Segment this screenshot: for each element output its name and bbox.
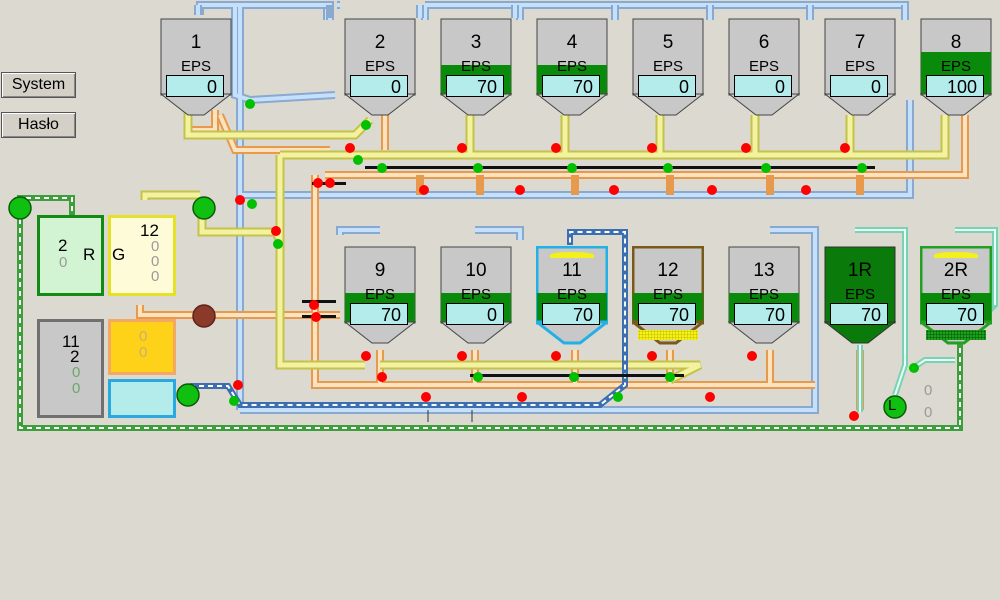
silo-value: 0 xyxy=(166,75,224,97)
silo-number: 1R xyxy=(847,260,873,281)
r-tank-letter: R xyxy=(83,245,96,264)
silo-value: 70 xyxy=(734,303,792,325)
silo-8[interactable]: 8 EPS 100 xyxy=(920,18,992,118)
l-badge-label: L xyxy=(888,397,897,414)
g-tank-letter: G xyxy=(112,245,126,264)
silo-value: 70 xyxy=(350,303,408,325)
silo-number: 11 xyxy=(562,260,582,281)
silo-number: 8 xyxy=(950,32,962,53)
silo-unit-label: EPS xyxy=(748,286,779,303)
silo-number: 1 xyxy=(190,32,202,53)
silo-11[interactable]: 11 EPS 70 xyxy=(536,246,608,346)
gray-tank-number-top: 11 xyxy=(62,332,80,351)
silo-13[interactable]: 13 EPS 70 xyxy=(728,246,800,346)
silo-1[interactable]: 1 EPS 0 xyxy=(160,18,232,118)
l-zero-2: 0 xyxy=(924,404,933,421)
r-tank-zero: 0 xyxy=(59,254,68,271)
silo-unit-label: EPS xyxy=(460,286,491,303)
silo-value: 100 xyxy=(926,75,984,97)
silo-number: 2R xyxy=(943,260,969,281)
silo-12[interactable]: 12 EPS 70 xyxy=(632,246,704,346)
silo-unit-label: EPS xyxy=(460,58,491,75)
material-bottom-icon xyxy=(926,330,986,340)
g-tank-number: 12 xyxy=(140,221,159,240)
g-tank[interactable] xyxy=(108,215,176,296)
gray-tank[interactable] xyxy=(37,319,104,418)
silo-2[interactable]: 2 EPS 0 xyxy=(344,18,416,118)
cyan-tank[interactable] xyxy=(108,379,176,418)
silo-value: 0 xyxy=(350,75,408,97)
silo-number: 13 xyxy=(753,260,775,281)
material-bottom-icon xyxy=(638,330,698,340)
r-tank[interactable] xyxy=(37,215,104,296)
gray-tank-zero-2: 0 xyxy=(72,380,81,397)
r-tank-number: 2 xyxy=(58,236,68,255)
yellow-tank-zero-1: 0 xyxy=(139,328,148,345)
g-tank-zero-1: 0 xyxy=(151,238,160,255)
silo-number: 6 xyxy=(758,32,770,53)
g-tank-zero-3: 0 xyxy=(151,268,160,285)
silo-5[interactable]: 5 EPS 0 xyxy=(632,18,704,118)
silo-2R[interactable]: 2R EPS 70 xyxy=(920,246,992,346)
password-button[interactable]: Hasło xyxy=(1,112,76,138)
silo-value: 70 xyxy=(446,75,504,97)
silo-unit-label: EPS xyxy=(556,58,587,75)
silo-value: 0 xyxy=(446,303,504,325)
silo-3[interactable]: 3 EPS 70 xyxy=(440,18,512,118)
system-button[interactable]: System xyxy=(1,72,76,98)
silo-value: 70 xyxy=(926,303,984,325)
material-top-icon xyxy=(550,252,594,258)
l-zero-1: 0 xyxy=(924,382,933,399)
silo-number: 9 xyxy=(374,260,386,281)
silo-unit-label: EPS xyxy=(652,58,683,75)
gray-tank-zero-1: 0 xyxy=(72,364,81,381)
silo-value: 0 xyxy=(830,75,888,97)
gray-tank-number-bottom: 2 xyxy=(70,347,80,366)
silo-1R[interactable]: 1R EPS 70 xyxy=(824,246,896,346)
silo-unit-label: EPS xyxy=(844,58,875,75)
silo-value: 70 xyxy=(830,303,888,325)
silo-unit-label: EPS xyxy=(940,286,971,303)
yellow-tank-zero-2: 0 xyxy=(139,344,148,361)
silo-6[interactable]: 6 EPS 0 xyxy=(728,18,800,118)
silo-number: 5 xyxy=(662,32,674,53)
silo-number: 3 xyxy=(470,32,482,53)
silo-10[interactable]: 10 EPS 0 xyxy=(440,246,512,346)
silo-value: 0 xyxy=(734,75,792,97)
silo-value: 70 xyxy=(638,303,696,325)
silo-unit-label: EPS xyxy=(748,58,779,75)
yellow-tank[interactable] xyxy=(108,319,176,375)
silo-7[interactable]: 7 EPS 0 xyxy=(824,18,896,118)
silo-number: 7 xyxy=(854,32,866,53)
silo-number: 4 xyxy=(566,32,578,53)
silo-value: 70 xyxy=(542,75,600,97)
silo-number: 2 xyxy=(374,32,386,53)
silo-unit-label: EPS xyxy=(844,286,875,303)
g-tank-zero-2: 0 xyxy=(151,253,160,270)
silo-unit-label: EPS xyxy=(556,286,587,303)
silo-number: 10 xyxy=(465,260,487,281)
silo-4[interactable]: 4 EPS 70 xyxy=(536,18,608,118)
silo-unit-label: EPS xyxy=(364,286,395,303)
silo-value: 70 xyxy=(542,303,600,325)
silo-unit-label: EPS xyxy=(364,58,395,75)
silo-number: 12 xyxy=(657,260,679,281)
silo-unit-label: EPS xyxy=(940,58,971,75)
silo-unit-label: EPS xyxy=(652,286,683,303)
silo-unit-label: EPS xyxy=(180,58,211,75)
silo-value: 0 xyxy=(638,75,696,97)
silo-9[interactable]: 9 EPS 70 xyxy=(344,246,416,346)
material-top-icon xyxy=(934,252,978,258)
